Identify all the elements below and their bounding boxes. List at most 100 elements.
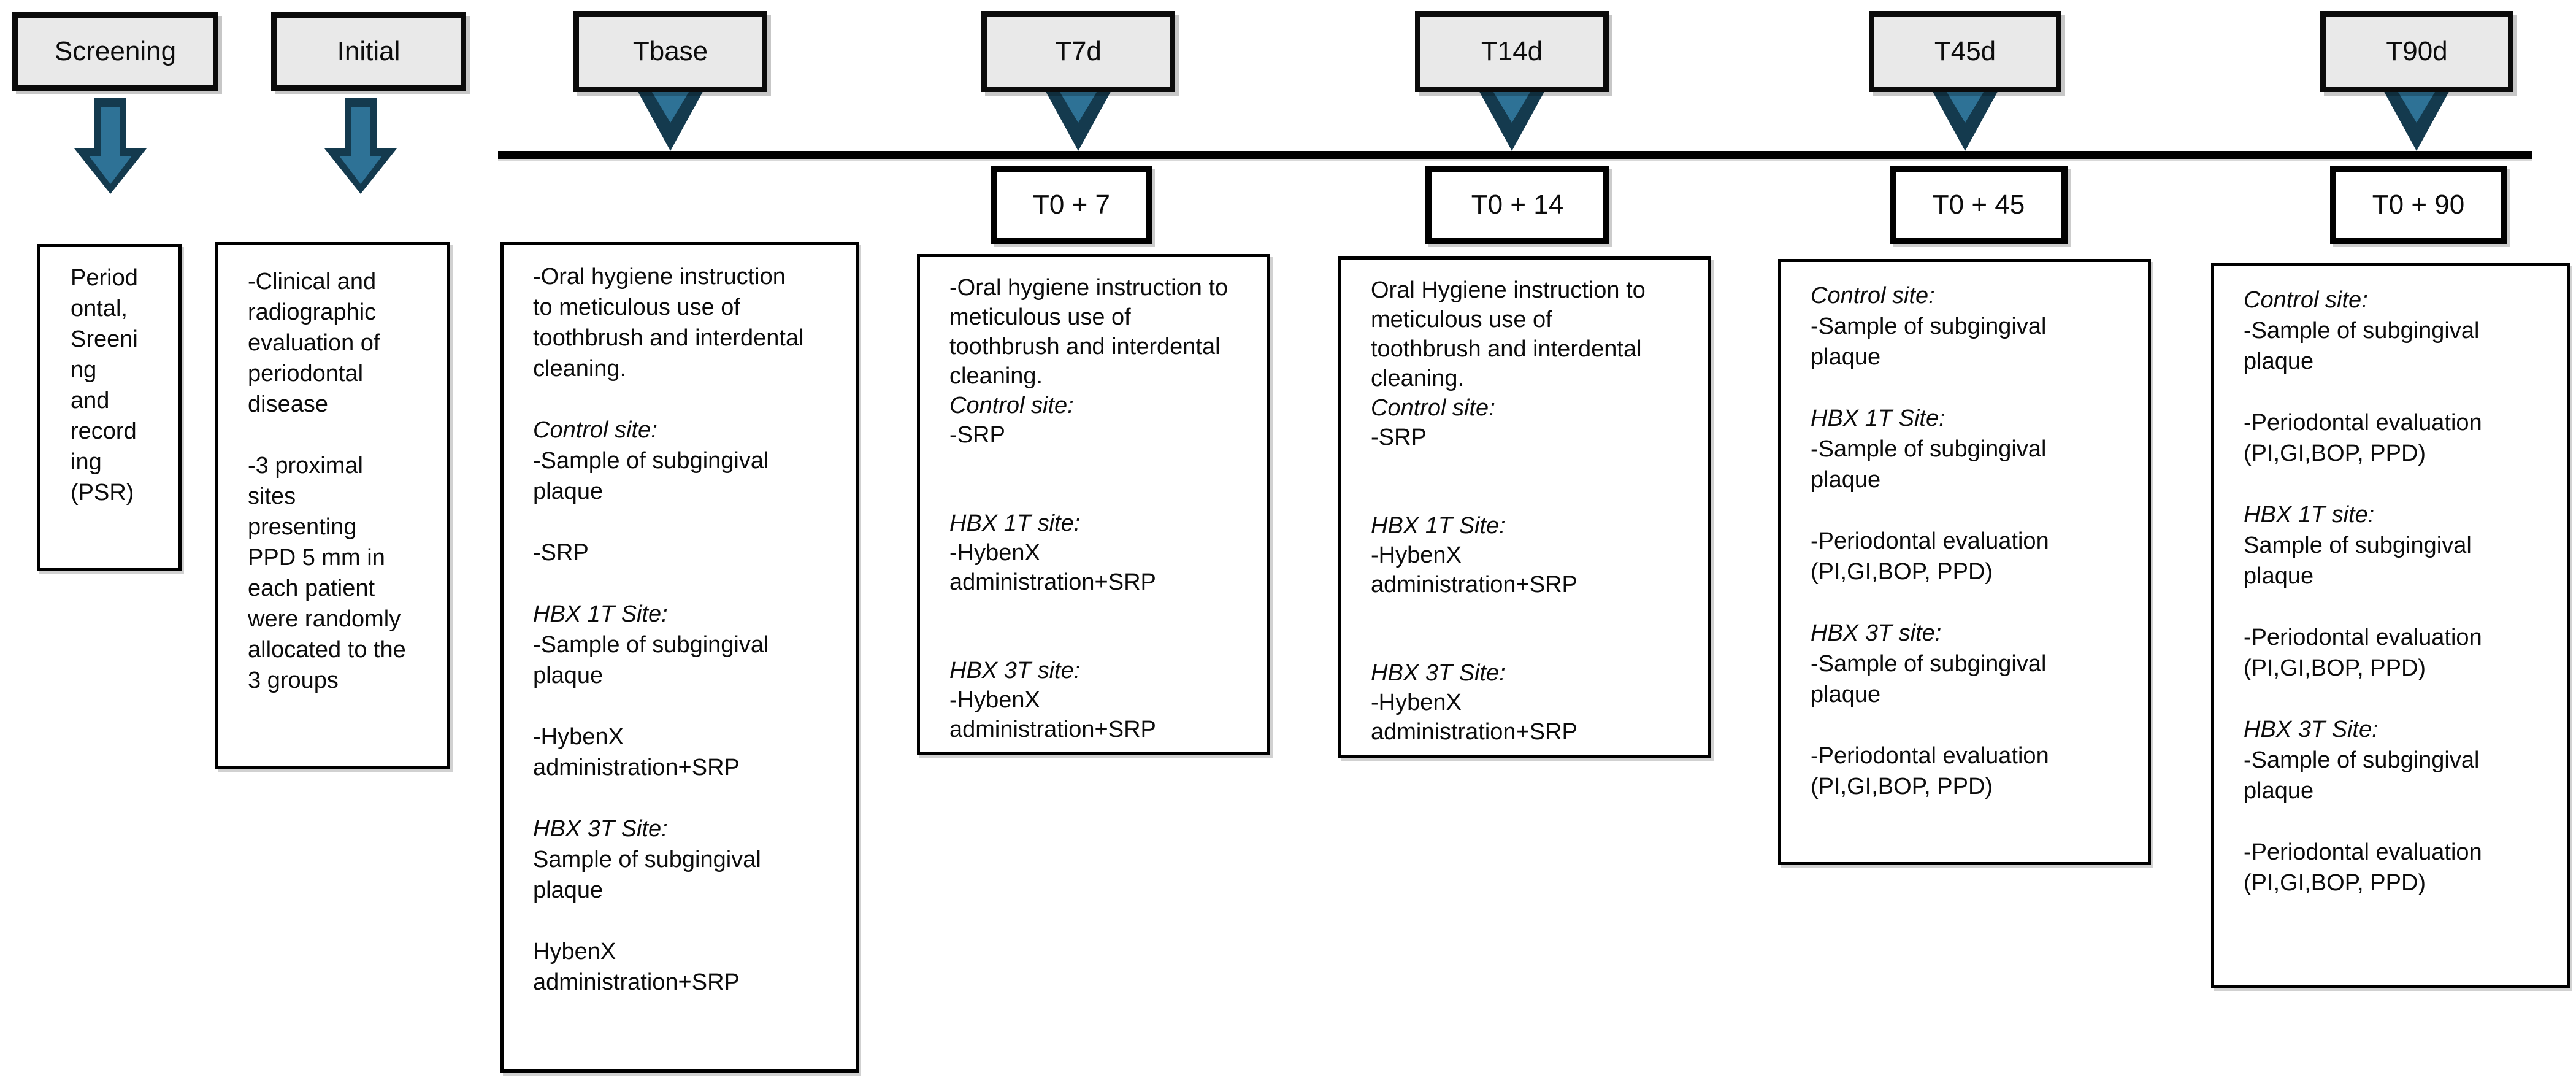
content-line: -SRP (533, 540, 589, 566)
phase-header-t14d: T14d (1415, 11, 1609, 92)
content-line: -Periodontal evaluation (2244, 839, 2482, 865)
content-line (949, 450, 1256, 479)
content-line: plaque (2244, 778, 2314, 804)
content-line: -Periodontal evaluation (2244, 625, 2482, 650)
content-line: cleaning. (949, 363, 1043, 389)
timeline-label-t0-14: T0 + 14 (1425, 166, 1609, 244)
content-line: -3 proximal (248, 453, 363, 479)
down-pin-arrow-icon (635, 87, 705, 151)
content-line (533, 507, 845, 537)
timeline-label-t0-90: T0 + 90 (2330, 166, 2507, 244)
content-line: plaque (2244, 349, 2314, 374)
content-line: -Periodontal evaluation (1811, 743, 2049, 769)
content-line: plaque (1811, 467, 1881, 493)
content-line: -Sample of subgingival (533, 448, 769, 474)
content-line: -Sample of subgingival (1811, 436, 2047, 462)
content-line: HBX 3T site: (949, 658, 1081, 684)
content-line: toothbrush and interdental (949, 334, 1221, 360)
content-line: cleaning. (1371, 366, 1465, 391)
down-pin-arrow-icon (1043, 87, 1113, 151)
content-line: Control site: (533, 417, 657, 443)
timeline-label-text: T0 + 90 (2372, 190, 2465, 220)
content-line (1811, 587, 2137, 618)
content-line: -HybenX (1371, 690, 1462, 715)
content-line: and (71, 388, 110, 414)
phase-header-label: Screening (54, 36, 177, 66)
content-line: -HybenX (533, 724, 624, 750)
content-line: presenting (248, 514, 357, 540)
content-line: meticulous use of (949, 304, 1131, 330)
content-line (1371, 452, 1697, 482)
content-line: 3 groups (248, 668, 339, 693)
content-line: HBX 1T site: (949, 510, 1081, 536)
content-line: HybenX (533, 939, 616, 965)
content-line: each patient (248, 576, 375, 601)
content-box-t90d: Control site: -Sample of subgingival plaqu… (2211, 263, 2570, 988)
content-line: administration+SRP (1371, 572, 1577, 598)
content-line: allocated to the (248, 637, 406, 663)
content-line (533, 783, 845, 814)
timeline-label-t0-7: T0 + 7 (991, 166, 1152, 244)
content-line: (PSR) (71, 480, 134, 506)
content-line: administration+SRP (533, 969, 740, 995)
timeline-label-text: T0 + 14 (1471, 190, 1564, 220)
content-line: HBX 3T Site: (533, 816, 668, 842)
phase-header-screening: Screening (12, 12, 218, 91)
timeline-label-text: T0 + 7 (1033, 190, 1110, 220)
timeline-label-t0-45: T0 + 45 (1890, 166, 2068, 244)
content-line: Sample of subgingival (533, 847, 761, 872)
content-line (2244, 684, 2556, 714)
down-block-arrow-icon (324, 98, 397, 194)
content-line: ng (71, 357, 97, 383)
content-line: ing (71, 449, 102, 475)
content-line: toothbrush and interdental (1371, 336, 1642, 362)
content-line: disease (248, 391, 328, 417)
content-line: -Oral hygiene instruction (533, 264, 786, 290)
content-line: -Sample of subgingival (1811, 651, 2047, 677)
phase-header-label: T90d (2386, 36, 2448, 66)
phase-header-t45d: T45d (1869, 11, 2061, 92)
content-line: radiographic (248, 299, 377, 325)
down-block-arrow-icon (74, 98, 147, 194)
content-line (2244, 806, 2556, 837)
content-line: -SRP (949, 422, 1005, 448)
content-line: HBX 3T Site: (1371, 660, 1506, 686)
content-line: -HybenX (949, 540, 1040, 566)
content-line: (PI,GI,BOP, PPD) (2244, 655, 2426, 681)
content-line: administration+SRP (1371, 719, 1577, 745)
timeline-label-text: T0 + 45 (1932, 190, 2025, 220)
content-line: Sreeni (71, 326, 138, 352)
phase-header-tbase: Tbase (573, 11, 767, 92)
content-line: -Sample of subgingival (533, 632, 769, 658)
content-line: -Periodontal evaluation (1811, 528, 2049, 554)
content-line: -HybenX (949, 687, 1040, 713)
content-line: Control site: (949, 393, 1074, 418)
content-line (1371, 482, 1697, 511)
content-line: (PI,GI,BOP, PPD) (2244, 870, 2426, 896)
content-line: -Sample of subgingival (1811, 314, 2047, 339)
phase-header-label: T45d (1934, 36, 1996, 66)
phase-header-label: T14d (1481, 36, 1543, 66)
content-line: periodontal (248, 361, 364, 387)
content-line: -Oral hygiene instruction to (949, 275, 1229, 301)
phase-header-label: Tbase (632, 36, 708, 66)
content-line: Control site: (2244, 287, 2368, 313)
content-line: plaque (1811, 682, 1881, 707)
content-line (2244, 377, 2556, 407)
content-line (2244, 591, 2556, 622)
content-line: (PI,GI,BOP, PPD) (2244, 441, 2426, 466)
content-line: HBX 1T Site: (1811, 406, 1945, 431)
content-line: -Sample of subgingival (2244, 747, 2480, 773)
content-line: -Periodontal evaluation (2244, 410, 2482, 436)
content-line: administration+SRP (949, 569, 1156, 595)
content-line: Control site: (1371, 395, 1495, 421)
content-line (533, 568, 845, 599)
content-line: -Sample of subgingival (2244, 318, 2480, 344)
content-line: administration+SRP (533, 755, 740, 780)
content-line: HBX 3T site: (1811, 620, 1942, 646)
content-line: HBX 1T Site: (533, 601, 668, 627)
